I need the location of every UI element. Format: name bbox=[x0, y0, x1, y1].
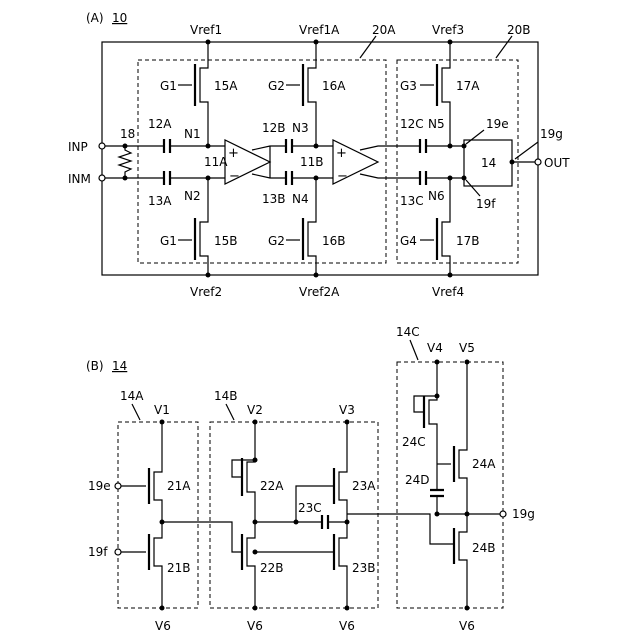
cap-12B-label: 12B bbox=[262, 121, 286, 135]
transistor-22A bbox=[232, 422, 255, 522]
capacitor-24D bbox=[430, 444, 444, 514]
capacitor-23C-label: 23C bbox=[298, 501, 322, 515]
terminal-19g-port bbox=[500, 511, 506, 517]
block-14C-label: 14C bbox=[396, 325, 420, 339]
capacitor-24D-label: 24D bbox=[405, 473, 430, 487]
transistor-17B-label: 17B bbox=[456, 234, 480, 248]
rail-vref1a: Vref1A bbox=[299, 23, 340, 37]
terminal-19e-port bbox=[115, 483, 121, 489]
gate-g2-bottom: G2 bbox=[268, 234, 285, 248]
node-n4: N4 bbox=[292, 192, 309, 206]
rail-vref3: Vref3 bbox=[432, 23, 464, 37]
amplifier-11A-label: 11A bbox=[204, 155, 228, 169]
supply-v6-b: V6 bbox=[247, 619, 263, 633]
input-inp-port bbox=[99, 143, 105, 149]
rail-vref1: Vref1 bbox=[190, 23, 222, 37]
rail-vref4: Vref4 bbox=[432, 285, 464, 299]
capacitor-23C bbox=[255, 515, 347, 529]
transistor-17A-label: 17A bbox=[456, 79, 480, 93]
rail-vref2: Vref2 bbox=[190, 285, 222, 299]
supply-v1: V1 bbox=[154, 403, 170, 417]
transistor-24A-label: 24A bbox=[472, 457, 496, 471]
terminal-19f-b: 19f bbox=[88, 545, 108, 559]
comparator-14-label: 14 bbox=[481, 156, 496, 170]
transistor-24A bbox=[437, 362, 467, 514]
gate-g1-top: G1 bbox=[160, 79, 177, 93]
supply-v6-c: V6 bbox=[339, 619, 355, 633]
block-14B-label: 14B bbox=[214, 389, 238, 403]
panel-a-ref: 10 bbox=[112, 11, 127, 25]
input-inm-label: INM bbox=[68, 172, 91, 186]
input-inp-label: INP bbox=[68, 140, 88, 154]
transistor-21A-label: 21A bbox=[167, 479, 191, 493]
cap-12A-label: 12A bbox=[148, 117, 172, 131]
node-n5: N5 bbox=[428, 117, 445, 131]
block-20B-label: 20B bbox=[507, 23, 531, 37]
panel-a: (A) 10 20A 20B Vref1 Vref1A Vref3 Vref2 … bbox=[68, 11, 570, 299]
node-n3: N3 bbox=[292, 121, 309, 135]
terminal-19f-port bbox=[115, 549, 121, 555]
supply-v6-d: V6 bbox=[459, 619, 475, 633]
cap-13C-label: 13C bbox=[400, 194, 424, 208]
gate-g4: G4 bbox=[400, 234, 417, 248]
rail-vref2a: Vref2A bbox=[299, 285, 340, 299]
transistor-16B-label: 16B bbox=[322, 234, 346, 248]
transistor-22B-label: 22B bbox=[260, 561, 284, 575]
transistor-15A-label: 15A bbox=[214, 79, 238, 93]
input-inm-port bbox=[99, 175, 105, 181]
output-label: OUT bbox=[544, 156, 570, 170]
supply-v3: V3 bbox=[339, 403, 355, 417]
supply-v4: V4 bbox=[427, 341, 443, 355]
svg-text:−: − bbox=[337, 169, 348, 184]
transistor-24C-label: 24C bbox=[402, 435, 426, 449]
node-n6: N6 bbox=[428, 189, 445, 203]
block-14A-label: 14A bbox=[120, 389, 144, 403]
block-14B bbox=[210, 422, 378, 608]
cap-13B-label: 13B bbox=[262, 192, 286, 206]
transistor-24B-label: 24B bbox=[472, 541, 496, 555]
cap-13A-label: 13A bbox=[148, 194, 172, 208]
supply-v6-a: V6 bbox=[155, 619, 171, 633]
transistor-16A-label: 16A bbox=[322, 79, 346, 93]
gate-g2-top: G2 bbox=[268, 79, 285, 93]
transistor-22A-label: 22A bbox=[260, 479, 284, 493]
transistor-21B-label: 21B bbox=[167, 561, 191, 575]
terminal-19e-b: 19e bbox=[88, 479, 111, 493]
node-n2: N2 bbox=[184, 189, 201, 203]
panel-b-ref: 14 bbox=[112, 359, 127, 373]
node-n1: N1 bbox=[184, 127, 201, 141]
transistor-24B bbox=[454, 514, 467, 608]
amplifier-11B: + − bbox=[333, 140, 378, 184]
resistor-18-label: 18 bbox=[120, 127, 135, 141]
resistor-18 bbox=[119, 144, 131, 181]
panel-b-label: (B) bbox=[86, 359, 104, 373]
panel-b: (B) 14 14A 14B 14C V1 V2 V3 V4 V5 V6 V6 … bbox=[86, 325, 535, 633]
terminal-19g-a: 19g bbox=[540, 127, 563, 141]
supply-v2: V2 bbox=[247, 403, 263, 417]
svg-text:+: + bbox=[228, 146, 239, 161]
transistor-21B bbox=[121, 522, 162, 608]
transistor-23B-label: 23B bbox=[352, 561, 376, 575]
block-14A bbox=[118, 422, 198, 608]
transistor-24C bbox=[414, 362, 437, 444]
cap-12C-label: 12C bbox=[400, 117, 424, 131]
terminal-19f-a: 19f bbox=[476, 197, 496, 211]
amplifier-11A: + − bbox=[225, 140, 270, 184]
amplifier-11B-label: 11B bbox=[300, 155, 324, 169]
terminal-19g-b: 19g bbox=[512, 507, 535, 521]
terminal-19e-a: 19e bbox=[486, 117, 509, 131]
transistor-21A bbox=[121, 422, 162, 522]
transistor-15B-label: 15B bbox=[214, 234, 238, 248]
block-20A-label: 20A bbox=[372, 23, 396, 37]
gate-g1-bottom: G1 bbox=[160, 234, 177, 248]
svg-text:−: − bbox=[229, 169, 240, 184]
transistor-23A-label: 23A bbox=[352, 479, 376, 493]
transistor-22B bbox=[242, 522, 255, 608]
panel-a-label: (A) bbox=[86, 11, 104, 25]
output-port bbox=[535, 159, 541, 165]
svg-text:+: + bbox=[336, 146, 347, 161]
supply-v5: V5 bbox=[459, 341, 475, 355]
gate-g3: G3 bbox=[400, 79, 417, 93]
